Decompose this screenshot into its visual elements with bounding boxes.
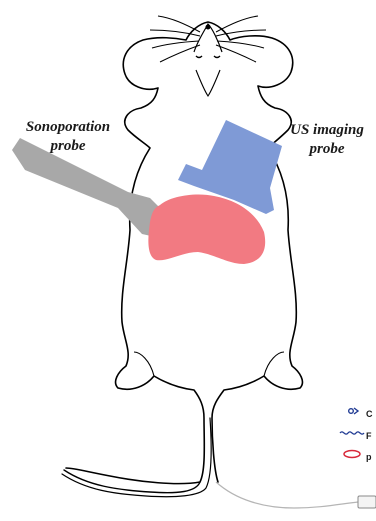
us-imaging-probe-label: US imaging probe: [272, 121, 376, 159]
hind-leg-left: [134, 352, 154, 376]
wave-icon: [340, 432, 364, 434]
legend-text: C: [366, 403, 373, 425]
whiskers-right: [216, 16, 266, 62]
microbubble-icon: [349, 408, 358, 414]
mouse-eye-right: [214, 56, 220, 58]
mouse-nose: [206, 25, 211, 30]
mouse-eye-left: [196, 56, 202, 58]
mouse-tail: [64, 470, 200, 493]
us-imaging-label-line1: US imaging: [272, 121, 376, 140]
legend-text: p: [366, 446, 372, 468]
legend-icons: [340, 408, 364, 458]
hind-leg-right: [264, 352, 284, 376]
connector-plug: [358, 496, 376, 508]
us-imaging-label-line2: probe: [272, 140, 376, 159]
mouse-tail-inner: [62, 418, 211, 497]
connector-cable: [216, 482, 358, 508]
sonoporation-label-line1: Sonoporation: [8, 118, 128, 137]
legend-text: F: [366, 425, 372, 447]
sonoporation-probe-label: Sonoporation probe: [8, 118, 128, 156]
mouse-head-neck: [196, 70, 220, 96]
sonoporation-label-line2: probe: [8, 137, 128, 156]
ellipse-icon: [344, 451, 360, 458]
